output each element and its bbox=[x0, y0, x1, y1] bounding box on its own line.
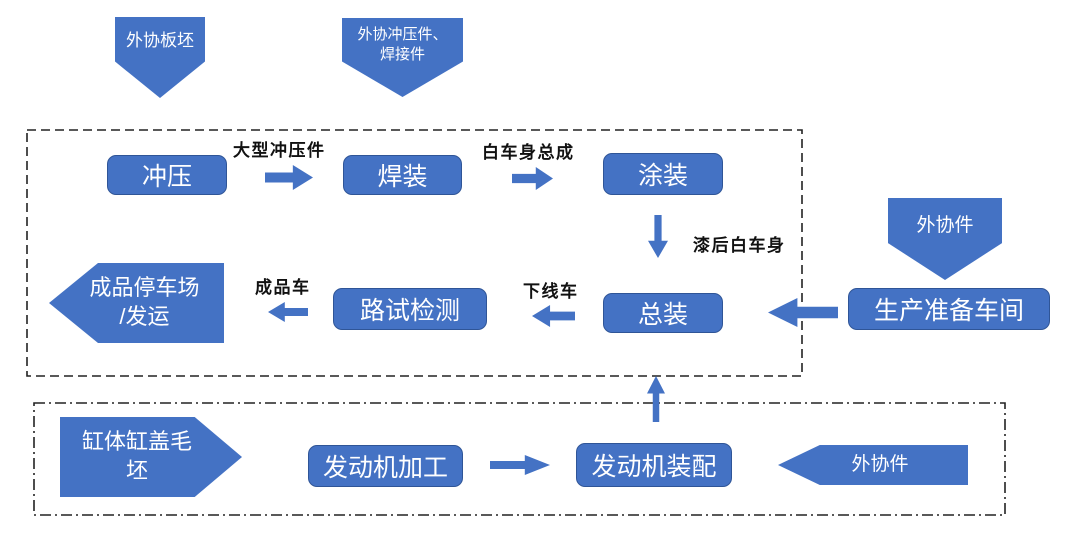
edge-label-large-stampings: 大型冲压件 bbox=[233, 141, 326, 160]
node-road-test: 路试检测 bbox=[333, 288, 487, 330]
engine-plant-boundary bbox=[33, 402, 1006, 516]
node-engine-machining: 发动机加工 bbox=[308, 445, 463, 487]
node-engine-assembly: 发动机装配 bbox=[576, 443, 732, 487]
banner-plate-blank: 外协板坯 bbox=[115, 17, 205, 98]
edge-label-painted-body: 漆后白车身 bbox=[693, 236, 786, 255]
banner-stamping-welding-parts: 外协冲压件、 焊接件 bbox=[342, 18, 463, 97]
vehicle-plant-boundary bbox=[26, 129, 803, 377]
edge-label-offline-vehicle: 下线车 bbox=[523, 282, 579, 301]
edge-label-body-in-white: 白车身总成 bbox=[482, 143, 575, 162]
edge-label-finished-vehicle: 成品车 bbox=[255, 278, 311, 297]
banner-outsourced-parts-bottom: 外协件 bbox=[778, 445, 968, 485]
node-welding: 焊装 bbox=[343, 155, 462, 195]
banner-outsourced-parts-right: 外协件 bbox=[888, 198, 1002, 280]
node-painting: 涂装 bbox=[603, 153, 723, 195]
node-stamping: 冲压 bbox=[107, 155, 227, 195]
node-final-assembly: 总装 bbox=[603, 293, 723, 333]
node-production-prep: 生产准备车间 bbox=[848, 288, 1050, 330]
